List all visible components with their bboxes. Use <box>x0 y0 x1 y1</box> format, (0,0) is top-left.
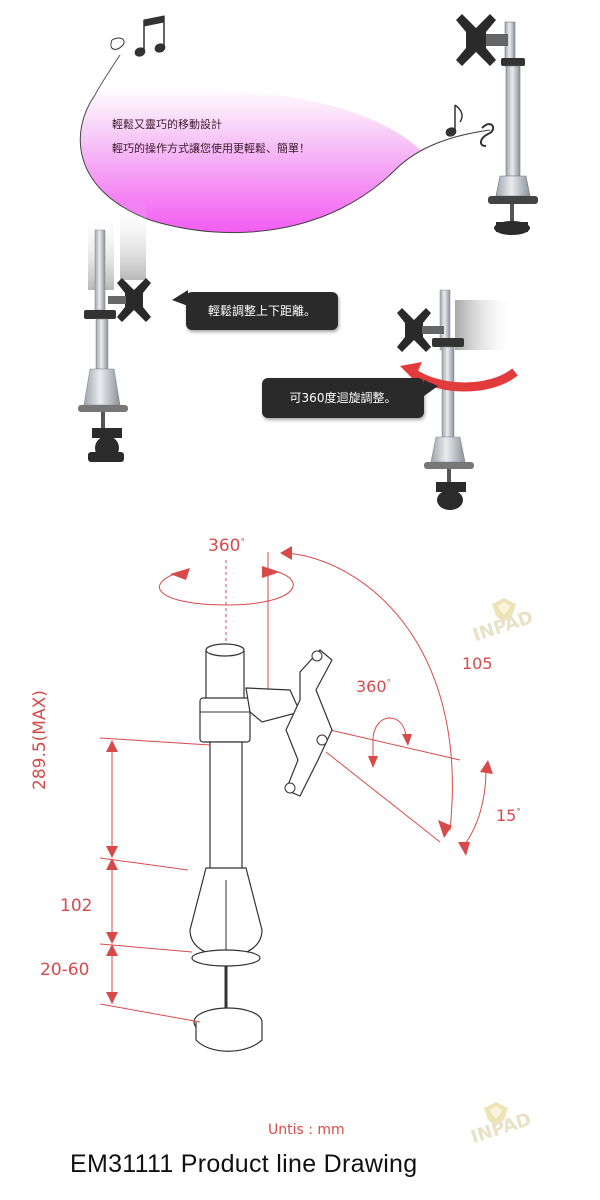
music-notes-icon <box>110 15 166 57</box>
watermark-logo-upper <box>492 598 516 622</box>
callout-rotate-text: 可360度迴旋調整。 <box>289 391 397 405</box>
monitor-arm-top-right <box>456 14 538 235</box>
line-drawing <box>99 546 493 1052</box>
pink-swoosh-banner <box>79 54 491 234</box>
monitor-arm-left <box>78 200 151 462</box>
callout-rotate-tail <box>424 380 438 396</box>
music-note-right-icon <box>445 104 495 147</box>
dim-swivel: 360° <box>356 677 392 696</box>
dim-base-height: 102 <box>60 896 93 916</box>
callout-height-adjust: 輕鬆調整上下距離。 <box>186 292 338 330</box>
dim-tilt-down: 15° <box>496 806 521 825</box>
units-label: Untis : mm <box>268 1122 345 1138</box>
dim-clamp-range: 20-60 <box>40 960 90 980</box>
intro-line-1: 輕鬆又靈巧的移動設計 <box>112 118 222 131</box>
intro-line-2: 輕巧的操作方式讓您使用更輕鬆、簡單！ <box>112 142 310 155</box>
dim-pole-height: 289.5(MAX) <box>30 690 50 790</box>
dim-top-rotation: 360° <box>208 536 245 556</box>
monitor-arm-bottom-right <box>397 289 518 510</box>
page-title: EM31111 Product line Drawing <box>70 1150 418 1178</box>
watermark-logo-lower <box>484 1102 508 1126</box>
dim-tilt-arc: 105 <box>462 654 493 673</box>
callout-rotate: 可360度迴旋調整。 <box>262 378 424 418</box>
callout-height-text: 輕鬆調整上下距離。 <box>207 304 316 318</box>
callout-height-tail <box>172 290 188 306</box>
